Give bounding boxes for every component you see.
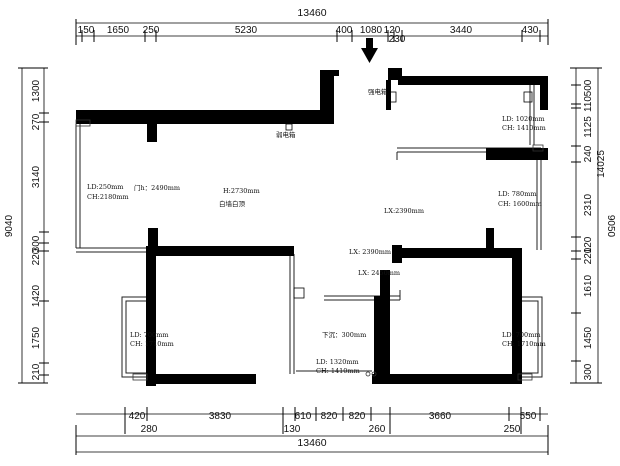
- left-dim-4: 300: [31, 235, 42, 252]
- bottom-dim-2: 3830: [209, 411, 232, 422]
- top-dim-9: 3440: [450, 25, 473, 36]
- room-tl-ld: LD:250mm: [87, 183, 123, 191]
- top-dim-5: 400: [336, 25, 353, 36]
- ceiling-finish: 白墙白顶: [219, 199, 246, 208]
- bottom-dim-10: 260: [369, 424, 386, 435]
- strong-box-label: 强电箱: [368, 87, 388, 96]
- left-dim-8: 210: [31, 363, 42, 380]
- left-dimensions: 9040 1300 270 3140 300 220 1420 1750 210: [4, 67, 49, 384]
- annotations: 弱电箱 强电箱 LD:250mm CH:2180mm 门h：2490mm H:2…: [87, 87, 546, 375]
- top-dim-7: 120: [384, 25, 401, 36]
- left-dim-6: 1420: [31, 284, 42, 307]
- bottom-dim-8: 280: [141, 424, 158, 435]
- room-tr1-ch: CH: 1410mm: [502, 124, 546, 132]
- top-dim-2: 1650: [107, 25, 130, 36]
- walls: [75, 68, 548, 386]
- right-outer-dim: 14025: [596, 150, 607, 178]
- right-total-dim: 9050: [605, 215, 616, 238]
- right-dim-8: 1610: [583, 274, 594, 297]
- bottom-dim-7: 550: [520, 411, 537, 422]
- right-dimensions: 9050 14025 500 110 1125 240 2310 120 220…: [570, 67, 616, 384]
- bottom-dim-3: 610: [295, 411, 312, 422]
- bath-ch: CH: 1410mm: [316, 367, 360, 375]
- bottom-dim-9: 130: [284, 424, 301, 435]
- bath-ld: LD: 1320mm: [316, 358, 359, 366]
- left-total-dim: 9040: [4, 214, 15, 237]
- lx-2450: LX: 2450mm: [358, 269, 400, 277]
- bottom-dim-4: 820: [321, 411, 338, 422]
- bottom-dimensions: 420 3830 610 820 820 3660 550 280 130 26…: [75, 407, 549, 455]
- room-tl-ch: CH:2180mm: [87, 193, 129, 201]
- lx-2390-horizontal: LX: 2390mm: [349, 248, 391, 256]
- room-bl-ld: LD: 700mm: [130, 331, 169, 339]
- right-dim-6: 120: [583, 236, 594, 253]
- room-bl-ch: CH: 1710mm: [130, 340, 174, 348]
- down-arrow-icon: [361, 38, 378, 63]
- room-tr2-ld: LD: 780mm: [498, 190, 537, 198]
- right-dim-10: 300: [583, 363, 594, 380]
- right-dim-2: 110: [583, 96, 594, 112]
- right-dim-7: 220: [583, 247, 594, 264]
- ceiling-height: H:2730mm: [223, 187, 260, 195]
- top-dim-8: 230: [389, 34, 406, 45]
- right-dim-4: 240: [583, 145, 594, 162]
- right-dim-5: 2310: [583, 193, 594, 216]
- top-dim-1: 150: [78, 25, 95, 36]
- bottom-dim-11: 250: [504, 424, 521, 435]
- right-dim-9: 1450: [583, 326, 594, 349]
- right-dim-3: 1125: [583, 116, 594, 138]
- left-dim-1: 1300: [31, 79, 42, 102]
- bottom-dim-5: 820: [349, 411, 366, 422]
- top-dim-4: 5230: [235, 25, 258, 36]
- top-dim-6: 1080: [360, 25, 383, 36]
- fixtures: [285, 91, 533, 299]
- bottom-total-dim: 13460: [297, 437, 326, 449]
- sunk-depth: 下沉：300mm: [322, 331, 366, 339]
- bottom-dim-6: 3660: [429, 411, 452, 422]
- top-dim-10: 430: [522, 25, 539, 36]
- left-dim-2: 270: [31, 113, 42, 130]
- top-total-dim: 13460: [297, 7, 326, 19]
- window-frames: [75, 119, 544, 381]
- right-dim-1: 500: [583, 79, 594, 96]
- room-br-ch: CH: 1710mm: [502, 340, 546, 348]
- left-dim-7: 1750: [31, 326, 42, 349]
- lx-2390-vertical: LX:2390mm: [384, 207, 424, 215]
- top-dim-3: 250: [143, 25, 160, 36]
- door-height: 门h：2490mm: [134, 183, 180, 192]
- left-dim-5: 220: [31, 248, 42, 265]
- top-dimensions: 13460 150 1650 250 5230 400 1080 120 230…: [75, 7, 549, 45]
- bottom-dim-1: 420: [129, 411, 146, 422]
- room-tr2-ch: CH: 1600mm: [498, 200, 542, 208]
- weak-box-label: 弱电箱: [276, 130, 296, 139]
- room-tr1-ld: LD: 1020mm: [502, 115, 545, 123]
- left-dim-3: 3140: [31, 165, 42, 188]
- room-br-ld: LD: 700mm: [502, 331, 541, 339]
